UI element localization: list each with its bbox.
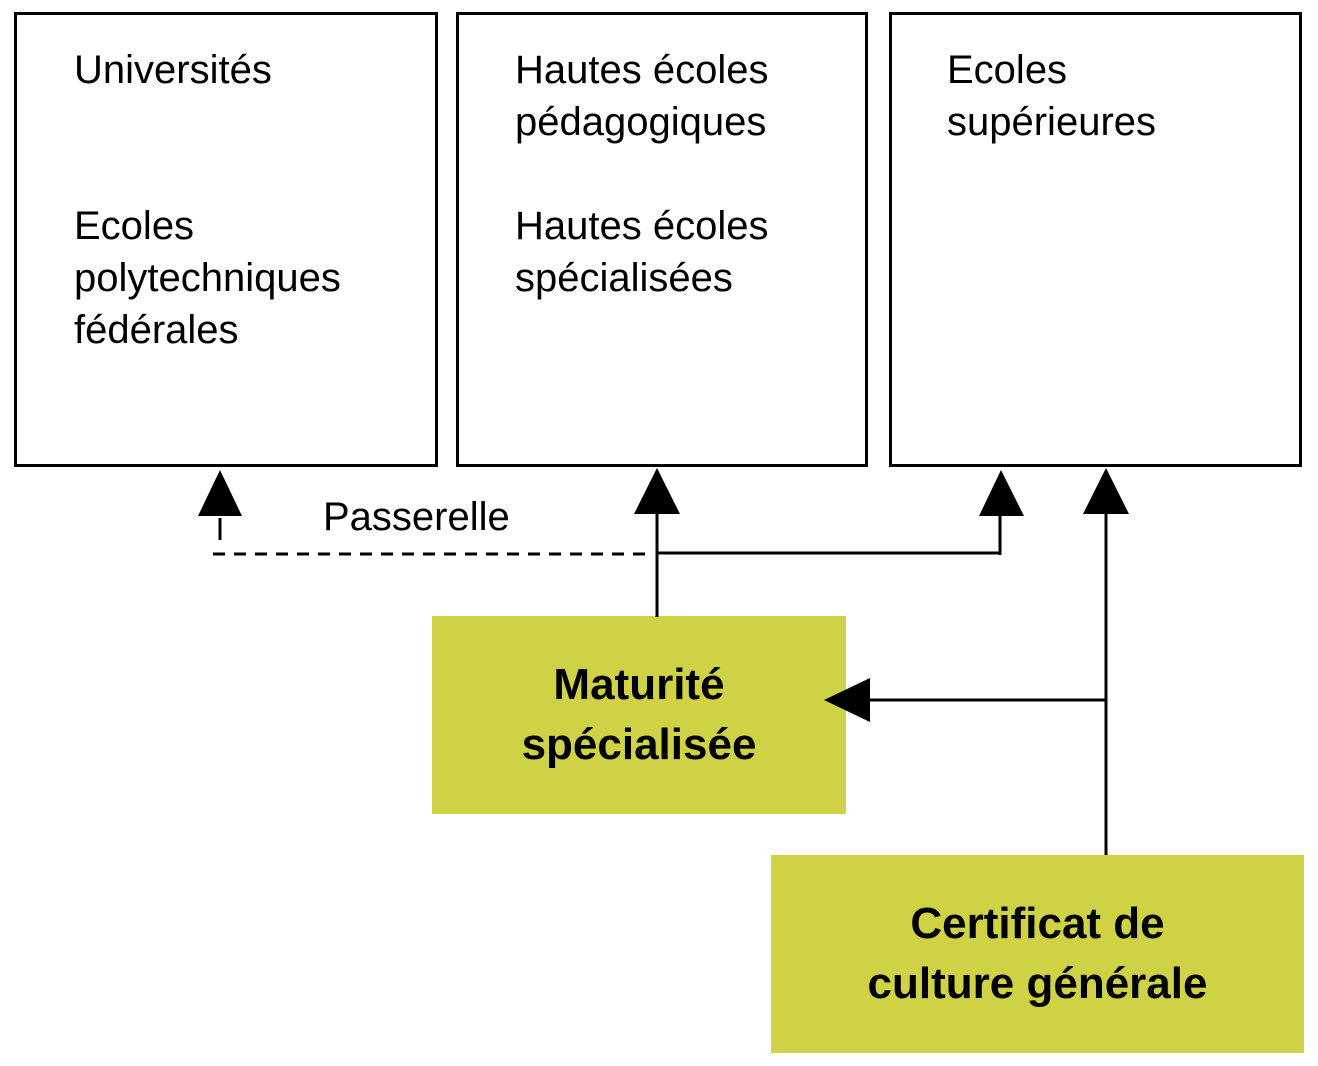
label-certificat-2: culture générale bbox=[867, 959, 1208, 1008]
label-universites: Universités bbox=[74, 48, 272, 92]
arrowhead-certificat-to-ecoles-superieures bbox=[1083, 468, 1129, 514]
label-passerelle: Passerelle bbox=[323, 495, 510, 539]
label-maturite-1: Maturité bbox=[553, 660, 725, 709]
label-hes-2: spécialisées bbox=[515, 256, 733, 300]
label-es-1: Ecoles bbox=[947, 48, 1068, 92]
box-certificat-culture-generale: Certificat de culture générale bbox=[771, 855, 1304, 1053]
label-maturite-2: spécialisée bbox=[521, 720, 757, 769]
arrowhead-maturite-to-hautes-ecoles bbox=[634, 468, 680, 514]
arrowhead-passerelle bbox=[198, 470, 242, 516]
label-hep-1: Hautes écoles bbox=[515, 48, 769, 92]
label-certificat-1: Certificat de bbox=[910, 899, 1165, 948]
box-ecoles-superieures bbox=[889, 12, 1302, 467]
arrowhead-maturite-to-ecoles-superieures bbox=[979, 470, 1024, 516]
label-es-2: supérieures bbox=[947, 100, 1157, 144]
label-hes-1: Hautes écoles bbox=[515, 204, 769, 248]
label-ecoles-polytechniques-1: Ecoles bbox=[74, 204, 195, 248]
label-ecoles-polytechniques-2: polytechniques bbox=[74, 256, 341, 300]
label-ecoles-polytechniques-3: fédérales bbox=[74, 308, 239, 352]
box-universites bbox=[14, 12, 438, 467]
box-hautes-ecoles bbox=[456, 12, 868, 467]
label-hep-2: pédagogiques bbox=[515, 100, 767, 144]
box-maturite-specialisee: Maturité spécialisée bbox=[432, 616, 846, 814]
arrowhead-certificat-to-maturite bbox=[824, 678, 870, 722]
